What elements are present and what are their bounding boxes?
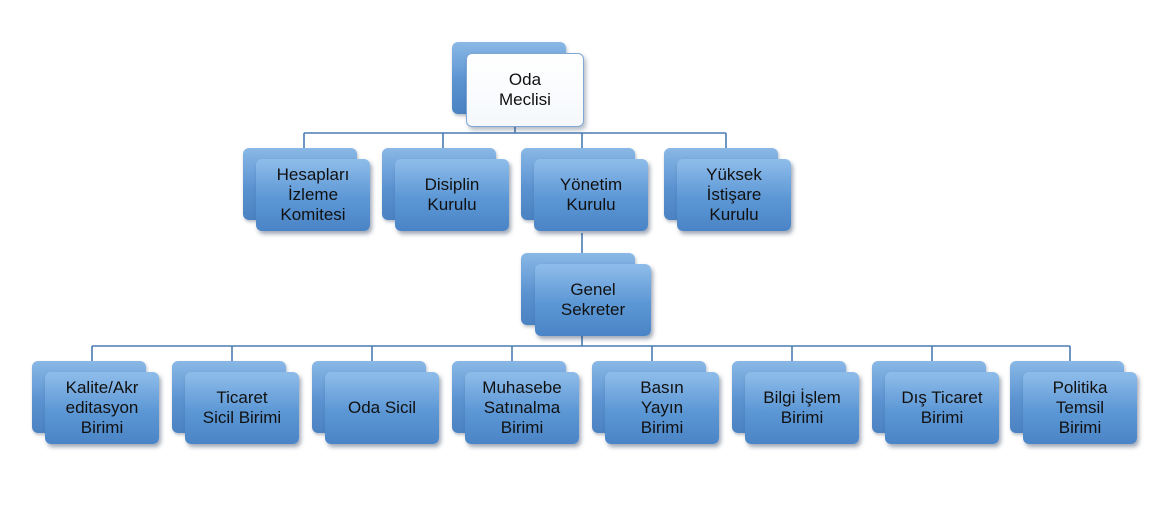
node-label: Disiplin Kurulu [424,175,480,214]
node-label: Yüksek İstişare Kurulu [706,165,762,224]
node-label: Dış Ticaret Birimi [901,388,983,427]
node-label: Basın Yayın Birimi [640,378,684,437]
node-label: Kalite/Akr editasyon Birimi [65,378,139,437]
node-label: Ticaret Sicil Birimi [202,388,282,427]
node-bilgi-islem-birimi: Bilgi İşlem Birimi [732,361,862,446]
node-oda-meclisi: Oda Meclisi [452,42,584,128]
node-oda-sicil: Oda Sicil [312,361,442,446]
node-hesaplari-izleme-komitesi: Hesapları İzleme Komitesi [243,148,373,233]
node-dis-ticaret-birimi: Dış Ticaret Birimi [872,361,1002,446]
node-label: Yönetim Kurulu [559,175,623,214]
node-kalite-akreditasyon-birimi: Kalite/Akr editasyon Birimi [32,361,162,446]
node-label: Hesapları İzleme Komitesi [276,165,350,224]
node-politika-temsil-birimi: Politika Temsil Birimi [1010,361,1140,446]
node-yuksek-istisare-kurulu: Yüksek İstişare Kurulu [664,148,794,233]
node-disiplin-kurulu: Disiplin Kurulu [382,148,512,233]
node-label: Oda Sicil [347,398,417,417]
node-muhasebe-satinalma-birimi: Muhasebe Satınalma Birimi [452,361,582,446]
node-label: Muhasebe Satınalma Birimi [482,378,562,437]
node-ticaret-sicil-birimi: Ticaret Sicil Birimi [172,361,302,446]
node-label: Oda Meclisi [499,70,551,109]
node-basin-yayin-birimi: Basın Yayın Birimi [592,361,722,446]
node-label: Politika Temsil Birimi [1052,378,1108,437]
node-yonetim-kurulu: Yönetim Kurulu [521,148,651,233]
node-label: Genel Sekreter [560,280,626,319]
node-label: Bilgi İşlem Birimi [763,388,841,427]
node-genel-sekreter: Genel Sekreter [521,253,653,338]
